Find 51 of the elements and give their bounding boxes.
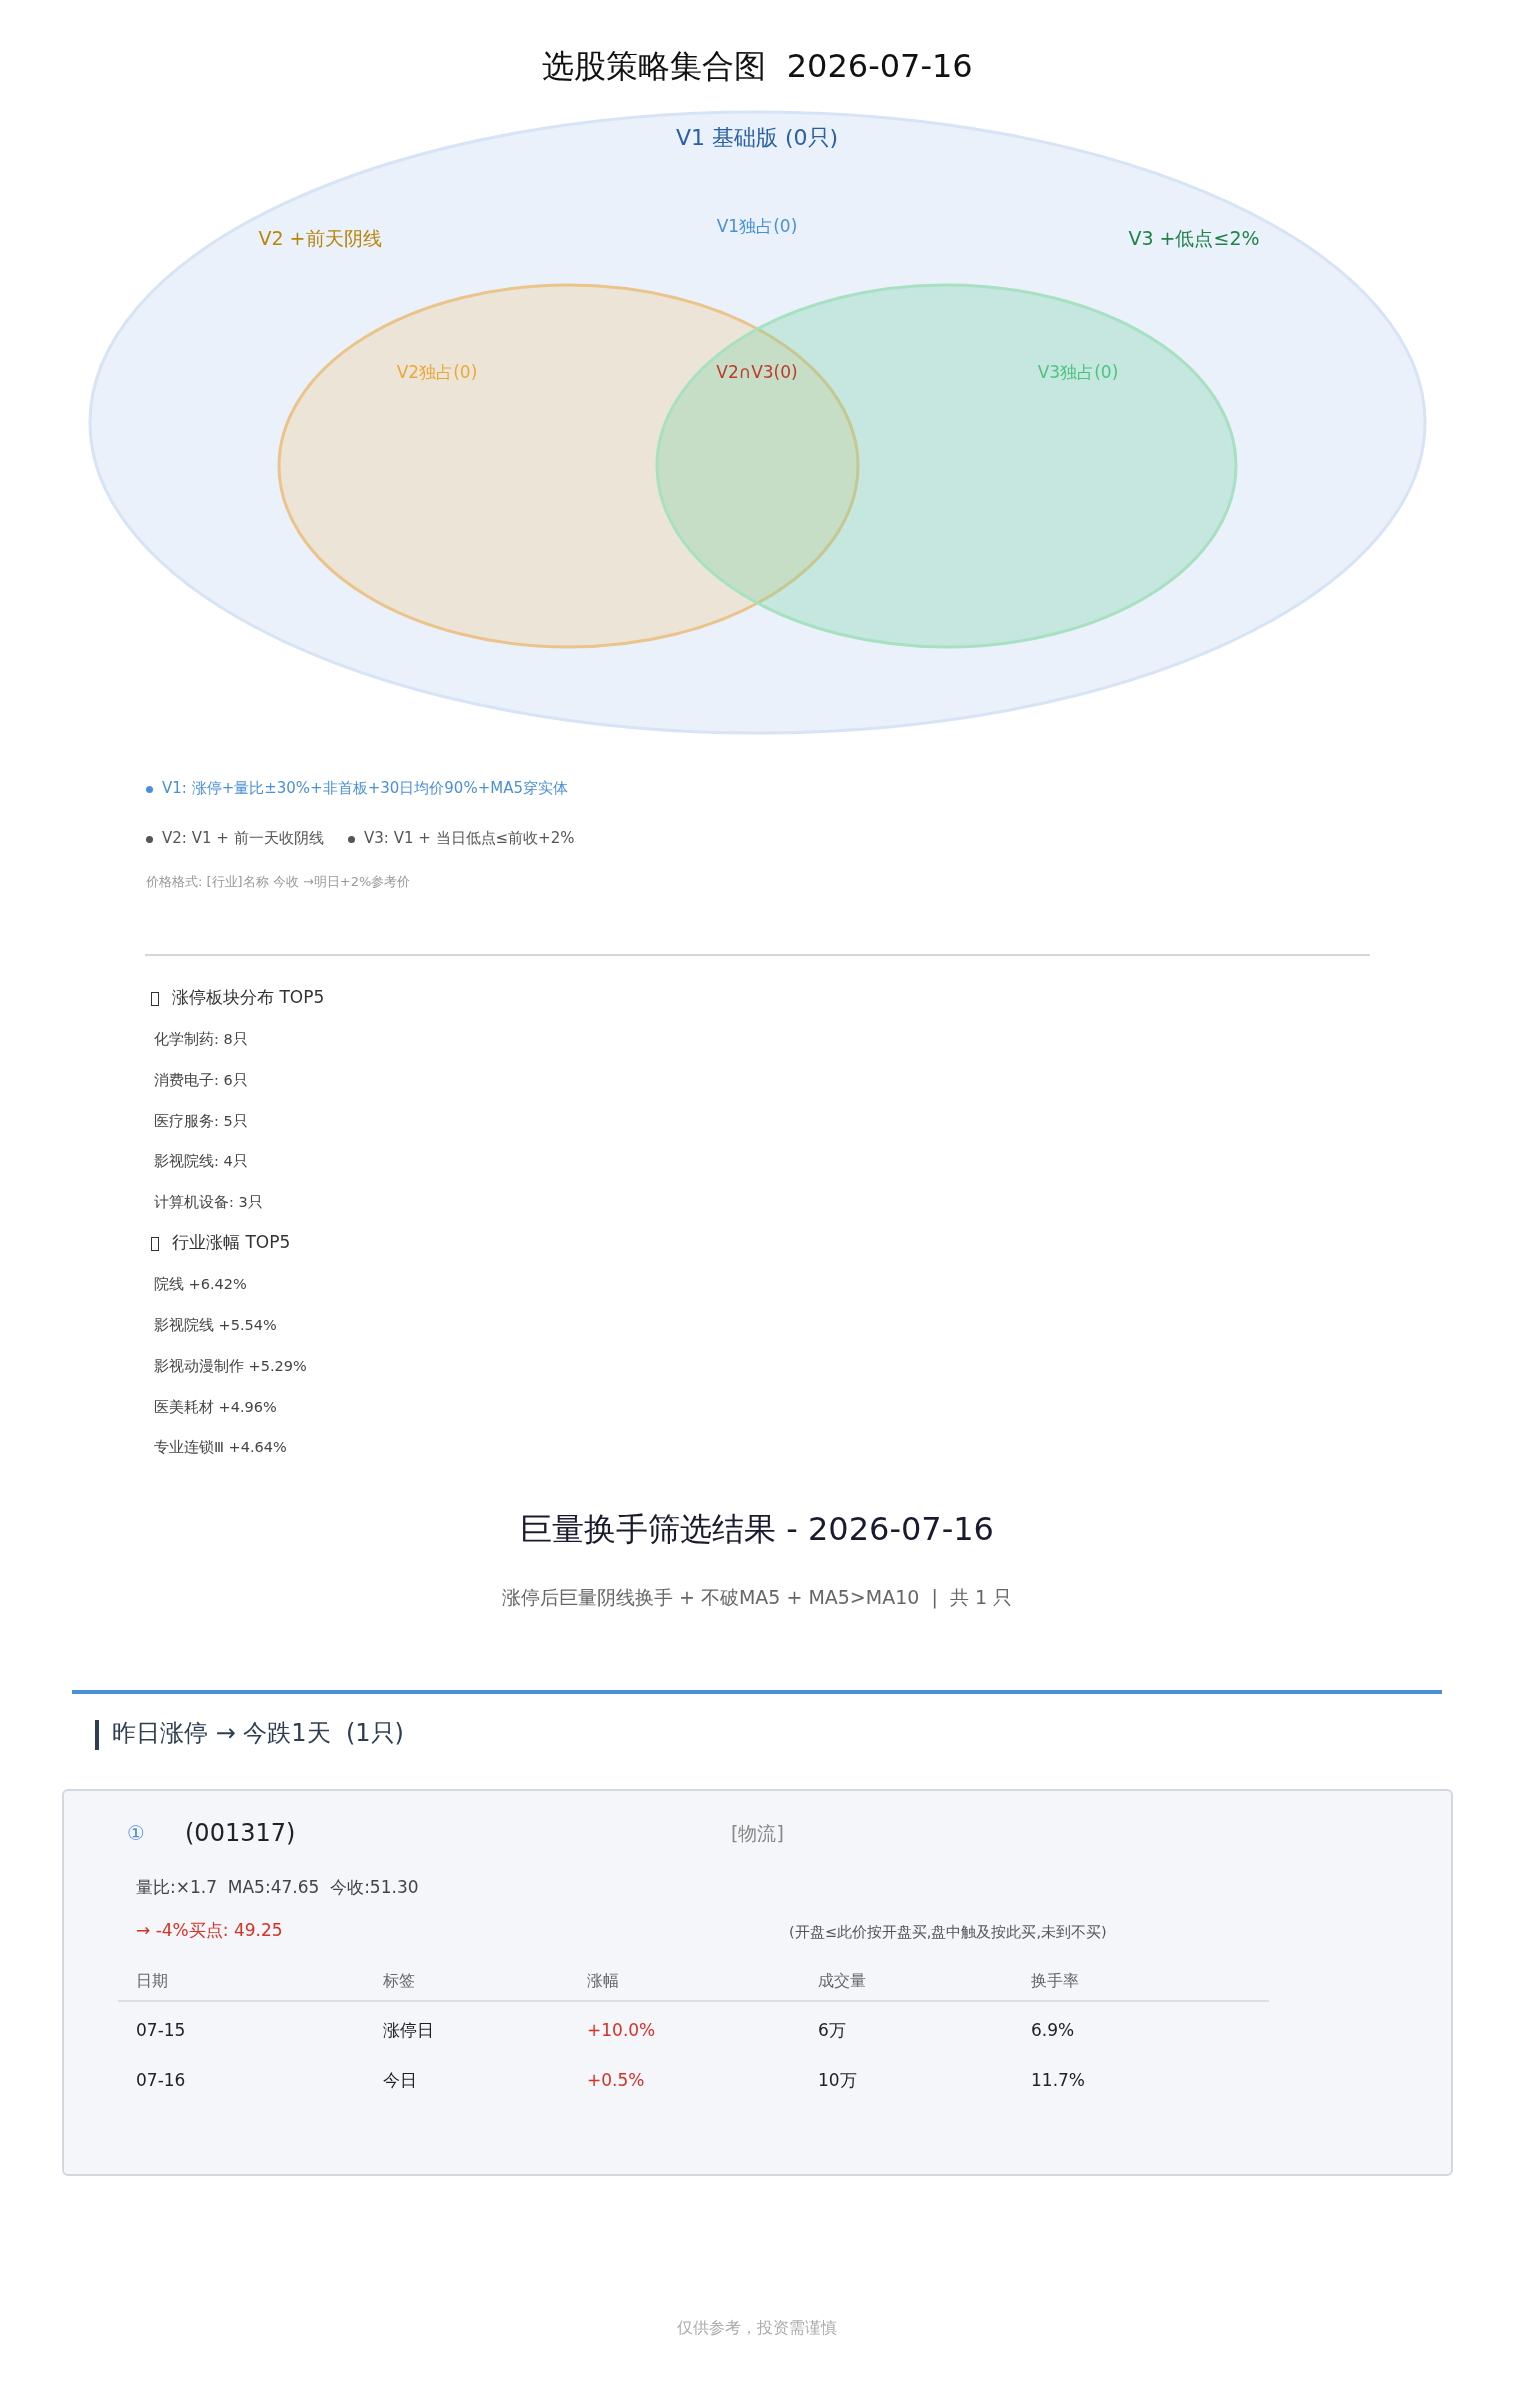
region-label: V3独占(0): [1037, 362, 1119, 384]
list-item: 医美耗材 +4.96%: [154, 1398, 277, 1417]
venn-ellipse: [88, 110, 1427, 735]
footer-note: 仅供参考，投资需谨慎: [677, 2318, 837, 2338]
stock-metrics: 量比:×1.7 MA5:47.65 今收:51.30: [136, 1877, 419, 1899]
industry-tag: [物流]: [731, 1822, 784, 1846]
section-heading: 涨停板块分布 TOP5: [172, 987, 325, 1009]
table-cell: 涨停日: [383, 2020, 434, 2042]
list-item: 影视院线: 4只: [154, 1152, 248, 1171]
section-heading: 行业涨幅 TOP5: [172, 1232, 291, 1254]
column-header: 成交量: [818, 1971, 866, 1991]
format-note: 价格格式: [行业]名称 今收 →明日+2%参考价: [146, 874, 411, 891]
table-cell: 今日: [383, 2070, 417, 2092]
column-header: 日期: [136, 1971, 168, 1991]
index-number: ①: [127, 1821, 145, 1846]
table-cell: 6万: [818, 2020, 846, 2042]
set-title: V1 基础版 (0只): [675, 124, 839, 152]
buy-note: (开盘≤此价按开盘买,盘中触及按此买,未到不买): [789, 1923, 1107, 1942]
legend-text: V2: V1 + 前一天收阴线: [162, 829, 324, 848]
buy-point: → -4%买点: 49.25: [136, 1920, 283, 1942]
table-cell: +10.0%: [587, 2020, 656, 2042]
section-title: 巨量换手筛选结果 - 2026-07-16: [520, 1509, 994, 1549]
list-item: 影视动漫制作 +5.29%: [154, 1357, 307, 1376]
table-cell: 07-16: [136, 2070, 186, 2092]
column-header: 换手率: [1031, 1971, 1079, 1991]
list-item: 化学制药: 8只: [154, 1030, 248, 1049]
list-item: 消费电子: 6只: [154, 1071, 248, 1090]
list-item: 计算机设备: 3只: [154, 1193, 263, 1212]
group-heading: 昨日涨停 → 今跌1天 (1只): [112, 1718, 404, 1748]
stock-card: [62, 1789, 1453, 2176]
region-label: V2独占(0): [396, 362, 478, 384]
table-cell: 11.7%: [1031, 2070, 1085, 2092]
table-cell: +0.5%: [587, 2070, 645, 2092]
region-label: V1独占(0): [716, 216, 798, 238]
table-cell: 10万: [818, 2070, 857, 2092]
legend-text: V1: 涨停+量比±30%+非首板+30日均价90%+MA5穿实体: [162, 779, 568, 798]
table-cell: 07-15: [136, 2020, 186, 2042]
column-header: 标签: [383, 1971, 415, 1991]
list-item: 影视院线 +5.54%: [154, 1316, 277, 1335]
region-label: V2∩V3(0): [716, 362, 798, 384]
list-item: 专业连锁Ⅲ +4.64%: [154, 1438, 287, 1457]
column-header: 涨幅: [587, 1971, 619, 1991]
list-item: 院线 +6.42%: [154, 1275, 247, 1294]
legend-text: V3: V1 + 当日低点≤前收+2%: [364, 829, 575, 848]
list-item: 医疗服务: 5只: [154, 1112, 248, 1131]
page-title: 选股策略集合图 2026-07-16: [542, 46, 973, 87]
set-title: V2 +前天阴线: [258, 227, 382, 251]
table-cell: 6.9%: [1031, 2020, 1075, 2042]
stock-code: (001317): [185, 1818, 296, 1848]
set-title: V3 +低点≤2%: [1128, 227, 1260, 251]
subtitle: 涨停后巨量阴线换手 + 不破MA5 + MA5>MA10 | 共 1 只: [501, 1586, 1013, 1610]
